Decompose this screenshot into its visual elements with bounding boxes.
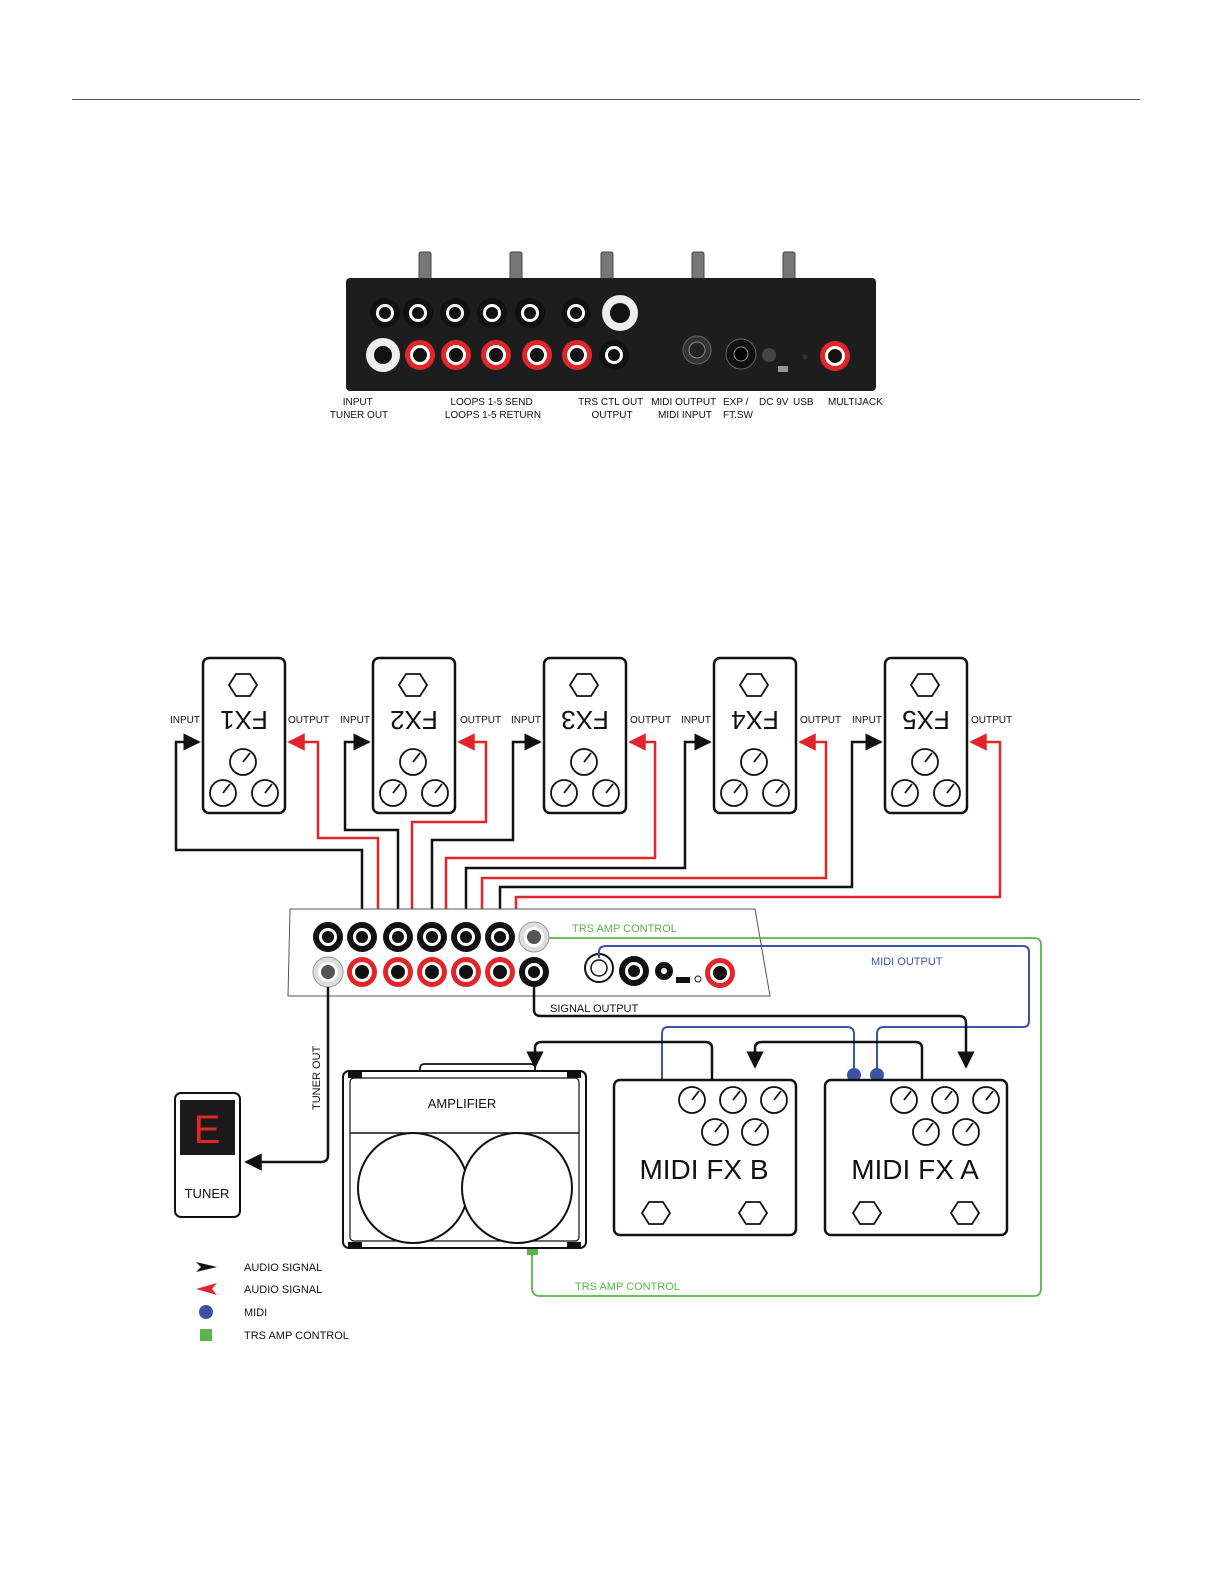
fx2-output-label: OUTPUT (460, 715, 501, 726)
dc-jack (762, 348, 776, 362)
photo-label-loops: LOOPS 1-5 SEND LOOPS 1-5 RETURN (445, 397, 541, 421)
usb-port (778, 366, 788, 372)
exp-jack (725, 338, 757, 370)
fx3-output-label: OUTPUT (630, 715, 671, 726)
blue-dot-icon (199, 1305, 213, 1319)
red-arrow-icon (196, 1283, 217, 1295)
midi-fx-b-name: MIDI FX B (639, 1154, 768, 1185)
send-cables (174, 733, 883, 922)
trs-amp-square (527, 1244, 538, 1255)
tuner: E TUNER (174, 1092, 241, 1218)
controller-exp-jack (619, 956, 649, 986)
photo-label-input: INPUT TUNER OUT (330, 397, 388, 421)
fx4-input-label: INPUT (681, 715, 711, 726)
amplifier-label: AMPLIFIER (428, 1096, 497, 1111)
fx3-input-label: INPUT (511, 715, 541, 726)
photo-label-trs: TRS CTL OUT OUTPUT (578, 397, 646, 421)
signal-output-label: SIGNAL OUTPUT (550, 1003, 638, 1015)
midi-dot-in (870, 1068, 884, 1082)
top-rule (72, 99, 1140, 100)
svg-text:AUDIO SIGNAL: AUDIO SIGNAL (244, 1262, 322, 1274)
tuner-label: TUNER (185, 1186, 230, 1201)
fx2-input-label: INPUT (340, 715, 370, 726)
fx-pedal-4: FX4 INPUT OUTPUT (681, 656, 841, 815)
midi-din-jack (682, 335, 712, 365)
trs-cable (531, 937, 1042, 1297)
tuner-cable (244, 987, 330, 1171)
fx-pedal-4-name: FX4 (731, 705, 779, 735)
controller-led (694, 975, 702, 983)
black-arrow-icon (196, 1262, 217, 1272)
fx-pedal-2-name: FX2 (390, 705, 438, 735)
photo-label-exp: EXP / FT.SW (723, 397, 754, 421)
fx-pedal-5-name: FX5 (902, 705, 950, 735)
green-square-icon (200, 1329, 212, 1341)
fx-pedal-3: FX3 INPUT OUTPUT (511, 656, 671, 815)
legend-item-audio-send: AUDIO SIGNAL (196, 1262, 322, 1274)
fx-pedal-1: FX1 INPUT OUTPUT (170, 656, 329, 815)
tuner-out-label: TUNER OUT (311, 1046, 323, 1110)
unit-body (346, 278, 876, 391)
midi-dot-thru (847, 1068, 861, 1082)
photo-label-midi: MIDI OUTPUT MIDI INPUT (651, 397, 719, 421)
legend-item-audio-return: AUDIO SIGNAL (196, 1283, 322, 1296)
speaker-right (461, 1132, 573, 1244)
signal-output-cable (526, 987, 975, 1080)
midi-output-label: MIDI OUTPUT (871, 956, 943, 968)
trs-bottom-label: TRS AMP CONTROL (575, 1281, 680, 1293)
midi-cable (598, 945, 1030, 1080)
svg-text:AUDIO SIGNAL: AUDIO SIGNAL (244, 1284, 322, 1296)
fx-pedal-3-name: FX3 (561, 705, 609, 735)
fx-pedal-5: FX5 INPUT OUTPUT (852, 656, 1012, 815)
amplifier: AMPLIFIER (342, 1063, 587, 1249)
controller-midi-jack (584, 953, 614, 983)
controller-usb-port (676, 977, 690, 983)
controller-dc-jack (655, 962, 673, 980)
speaker-left (357, 1132, 469, 1244)
midi-fx-a-name: MIDI FX A (851, 1154, 979, 1185)
unit-photo: INPUT TUNER OUT LOOPS 1-5 SEND LOOPS 1-5… (330, 251, 883, 421)
controller-unit (287, 908, 771, 997)
fx1-output-label: OUTPUT (288, 715, 329, 726)
fx-pedal-1-name: FX1 (220, 705, 268, 735)
legend-item-midi: MIDI (199, 1305, 267, 1319)
legend-item-trs: TRS AMP CONTROL (200, 1329, 349, 1342)
trs-ctl-out-jack (602, 295, 638, 331)
input-jack (366, 338, 400, 372)
photo-label-usb: USB (793, 397, 814, 408)
fx5-output-label: OUTPUT (971, 715, 1012, 726)
fx5-input-label: INPUT (852, 715, 882, 726)
fx4-output-label: OUTPUT (800, 715, 841, 726)
fx1-input-label: INPUT (170, 715, 200, 726)
tuner-display (180, 1100, 235, 1155)
fx-pedal-2: FX2 INPUT OUTPUT (340, 656, 501, 815)
svg-text:TRS AMP CONTROL: TRS AMP CONTROL (244, 1330, 349, 1342)
midi-fx-a: MIDI FX A (823, 1078, 1009, 1237)
footswitch-row (418, 251, 796, 283)
svg-text:MIDI: MIDI (244, 1307, 267, 1319)
legend: AUDIO SIGNAL AUDIO SIGNAL MIDI TRS AMP C… (196, 1262, 349, 1342)
photo-label-dc: DC 9V (759, 397, 789, 408)
midi-fx-b: MIDI FX B (612, 1078, 798, 1237)
photo-label-multijack: MULTIJACK (828, 397, 883, 408)
trs-top-label: TRS AMP CONTROL (572, 923, 677, 935)
led (802, 354, 808, 360)
tuner-note: E (194, 1108, 221, 1152)
